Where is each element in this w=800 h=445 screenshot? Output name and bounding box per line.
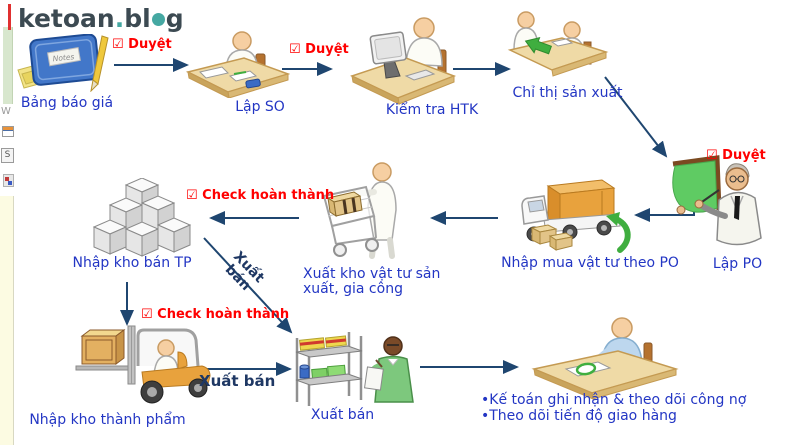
computer-person-icon [350, 14, 458, 106]
check-label-1: ☑ Check hoàn thành [186, 188, 335, 203]
red-sliver [8, 4, 11, 30]
background-strip-green [3, 27, 13, 104]
teacher-board-icon [655, 152, 767, 256]
bullet-line-1: •Kế toán ghi nhận & theo dõi công nợ [481, 392, 747, 408]
truck-icon [514, 176, 634, 256]
shelf-person-icon [292, 330, 422, 408]
desk-person-icon [185, 28, 291, 99]
approve-label-2: ☑ Duyệt [289, 42, 349, 57]
node-label-issue: Xuất kho vật tư sản xuất, gia công [303, 266, 441, 298]
svg-text:Notes: Notes [52, 52, 75, 63]
approve-label-3: ☑ Duyệt [706, 148, 766, 163]
approve-label-1: ☑ Duyệt [112, 37, 172, 52]
sell-diagonal-label: Xuất bán [210, 239, 277, 307]
node-label-htk: Kiểm tra HTK [385, 102, 479, 118]
forklift-icon [72, 322, 222, 408]
bullet-line-2: •Theo dõi tiến độ giao hàng [481, 407, 677, 424]
cart-icon [316, 160, 416, 262]
notebook-icon: Notes [16, 33, 116, 93]
small-app-icon [3, 174, 14, 187]
node-label-quote: Bảng báo giá [20, 95, 114, 111]
accounting-desk-icon [528, 315, 683, 400]
node-label-sale: Xuất bán [310, 407, 375, 423]
logo-text-2: bl [124, 4, 151, 33]
node-label-instruction: Chỉ thị sản xuất [512, 85, 623, 101]
logo-text-3: g [165, 4, 184, 33]
sell-bold-label: Xuất bán [199, 372, 276, 390]
node-label-finished: Nhập kho thành phẩm [29, 412, 186, 428]
check-label-2: ☑ Check hoàn thành [141, 307, 290, 322]
background-letter-s: S [1, 148, 14, 163]
boxes-icon [88, 177, 196, 258]
node-label-semifinished: Nhập kho bán TP [72, 255, 192, 271]
window-icon [2, 126, 14, 137]
logo-text-1: ketoan [18, 4, 115, 33]
node-label-po: Lập PO [712, 256, 763, 272]
meeting-icon [506, 10, 610, 84]
background-letter-w: W [1, 106, 11, 117]
accounting-bullets: •Kế toán ghi nhận & theo dõi công nợ •Th… [481, 392, 771, 424]
background-window-edge: W S [0, 0, 15, 445]
node-label-purchase: Nhập mua vật tư theo PO [501, 255, 679, 271]
background-strip-cream [0, 196, 14, 445]
logo-dot: . [114, 4, 125, 33]
logo-o-disc-icon [151, 13, 165, 26]
node-label-so: Lập SO [235, 99, 285, 115]
